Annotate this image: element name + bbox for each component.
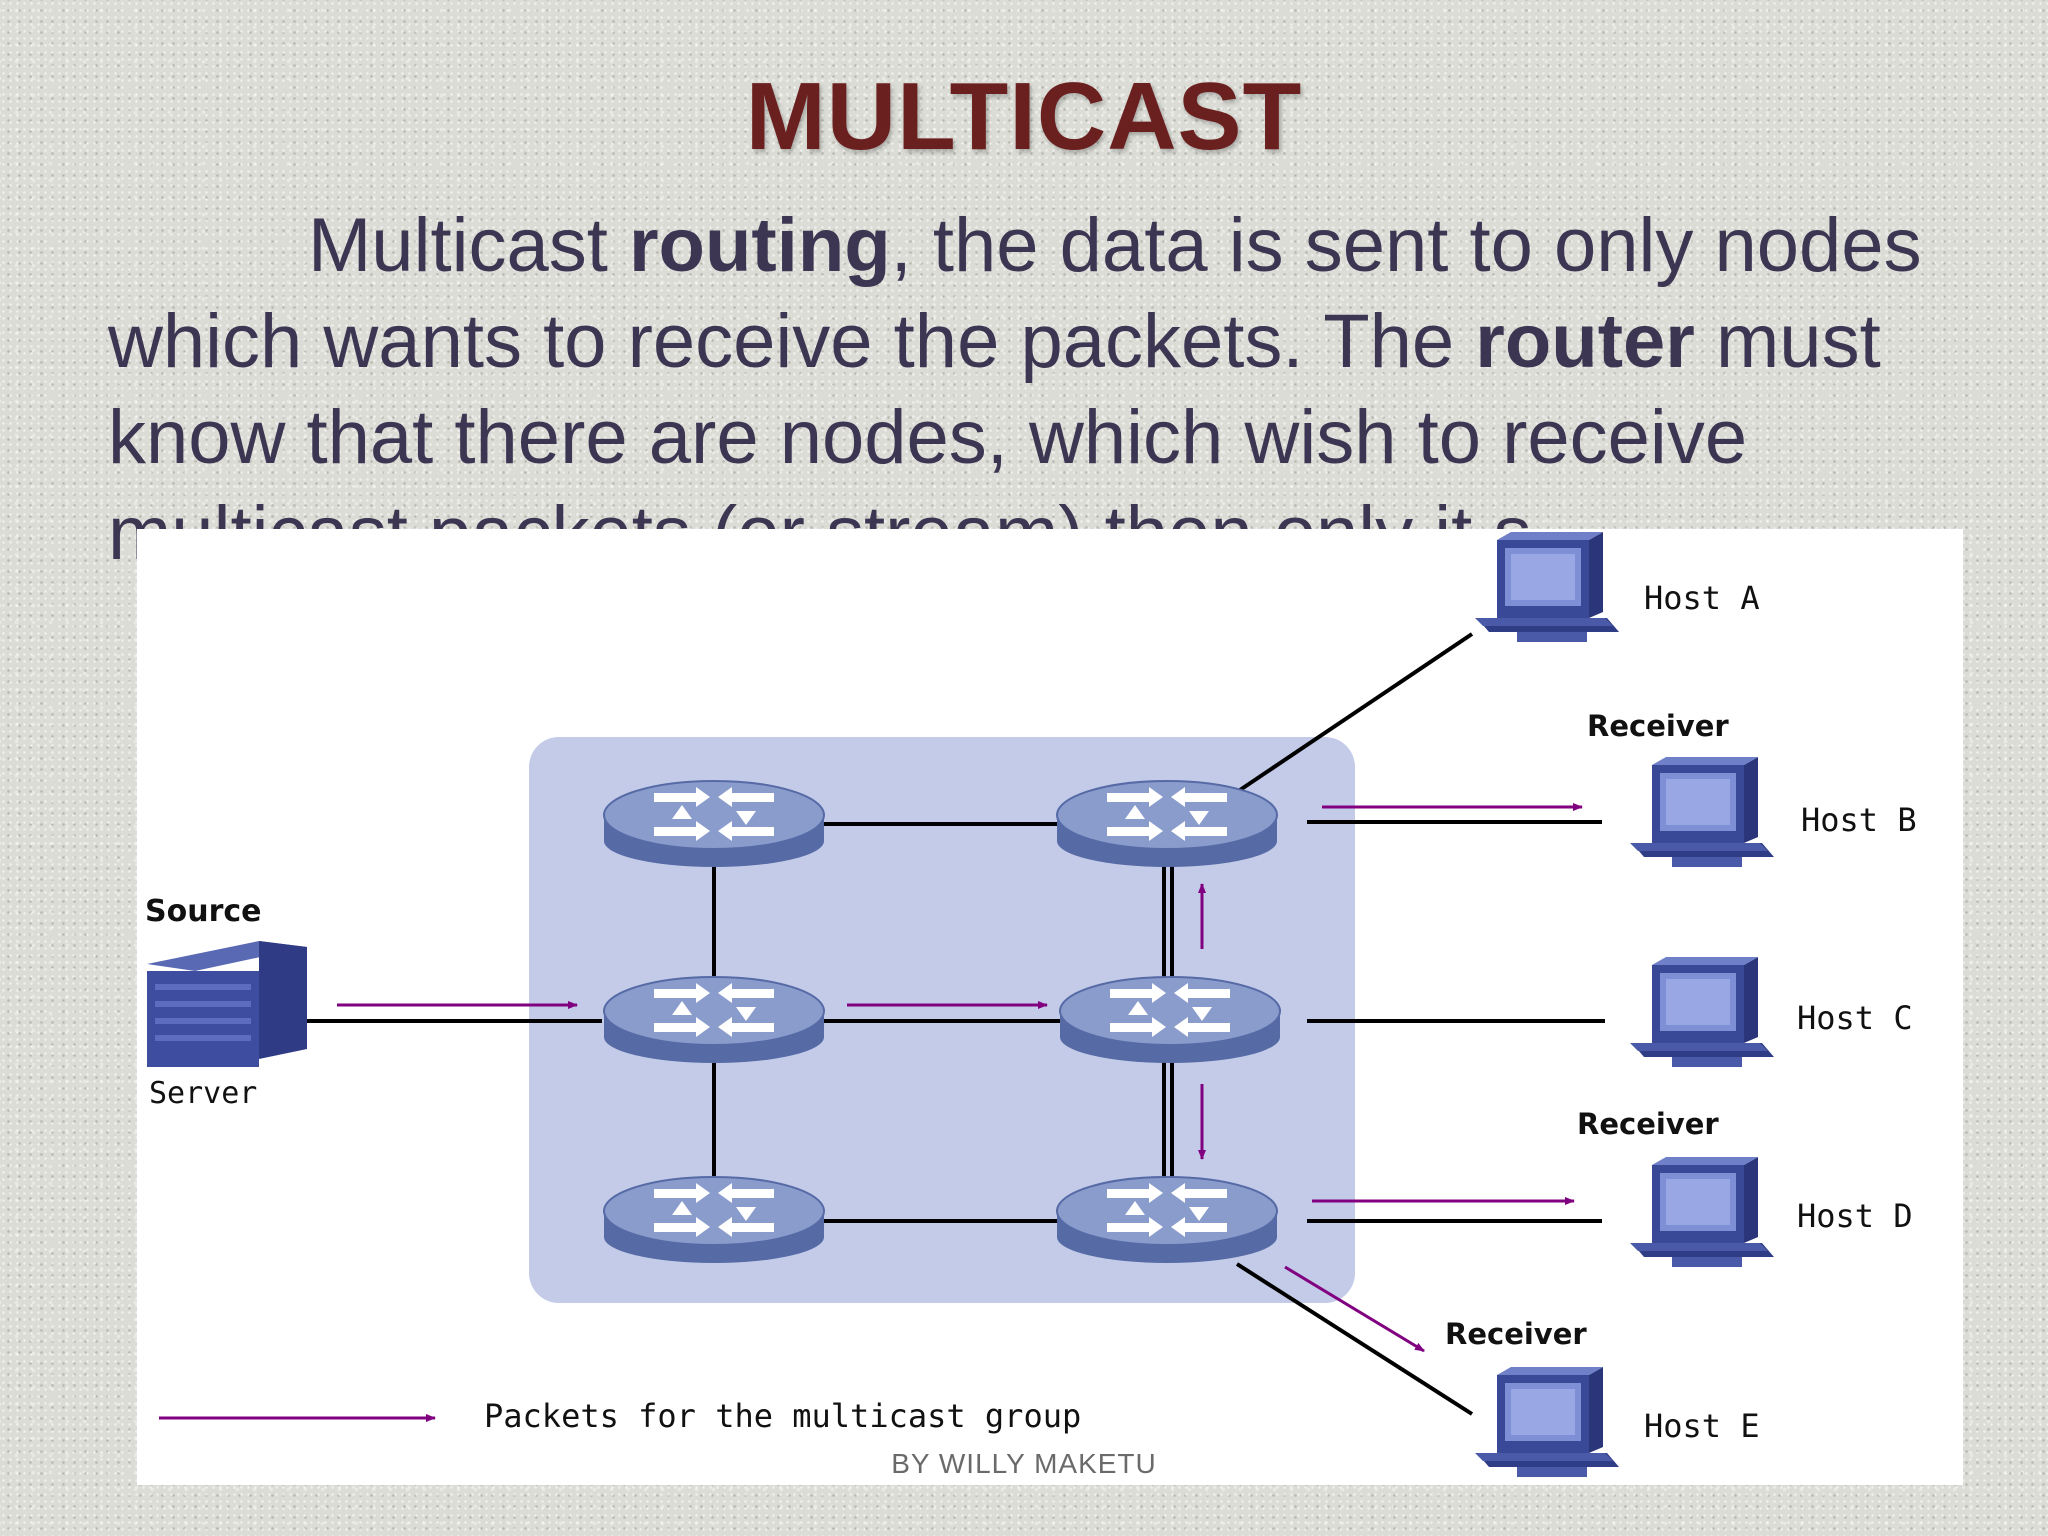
host-a-label: Host A bbox=[1644, 579, 1760, 617]
slide-title: MULTICAST bbox=[745, 63, 1303, 170]
router-icon bbox=[1059, 976, 1281, 1064]
router-icon bbox=[1056, 1176, 1278, 1264]
host-e-label: Host E bbox=[1644, 1407, 1760, 1445]
packet-arrows bbox=[337, 803, 1583, 1353]
legend-label: Packets for the multicast group bbox=[484, 1397, 1081, 1435]
slide-footer: BY WILLY MAKETU bbox=[891, 1448, 1157, 1479]
router-icon bbox=[1056, 780, 1278, 868]
host-d-label: Host D bbox=[1797, 1197, 1913, 1235]
pc-icon bbox=[1630, 757, 1774, 867]
paragraph-part-2: , the data is sent to only nodes which w… bbox=[108, 203, 1922, 384]
host-b-label: Host B bbox=[1801, 801, 1917, 839]
slide-paragraph: Multicast routing, the data is sent to o… bbox=[108, 198, 1958, 582]
host-e-role: Receiver bbox=[1445, 1317, 1587, 1351]
paragraph-bold-router: router bbox=[1475, 299, 1695, 384]
pc-icon bbox=[1475, 532, 1619, 642]
paragraph-part-1: Multicast bbox=[308, 203, 629, 288]
pc-icon bbox=[1630, 1157, 1774, 1267]
pc-icon bbox=[1630, 957, 1774, 1067]
router-icon bbox=[603, 976, 825, 1064]
router-icon bbox=[603, 1176, 825, 1264]
multicast-diagram: Source Server Host A Receiver Host B Hos… bbox=[137, 529, 1963, 1485]
host-b-role: Receiver bbox=[1587, 709, 1729, 743]
server-icon bbox=[147, 941, 307, 1067]
router-icon bbox=[603, 780, 825, 868]
host-d-role: Receiver bbox=[1577, 1107, 1719, 1141]
host-c-label: Host C bbox=[1797, 999, 1913, 1037]
paragraph-bold-routing: routing bbox=[628, 203, 891, 288]
multicast-diagram-svg: Source Server Host A Receiver Host B Hos… bbox=[145, 532, 1917, 1477]
server-label: Server bbox=[149, 1076, 257, 1111]
source-label: Source bbox=[145, 894, 262, 929]
